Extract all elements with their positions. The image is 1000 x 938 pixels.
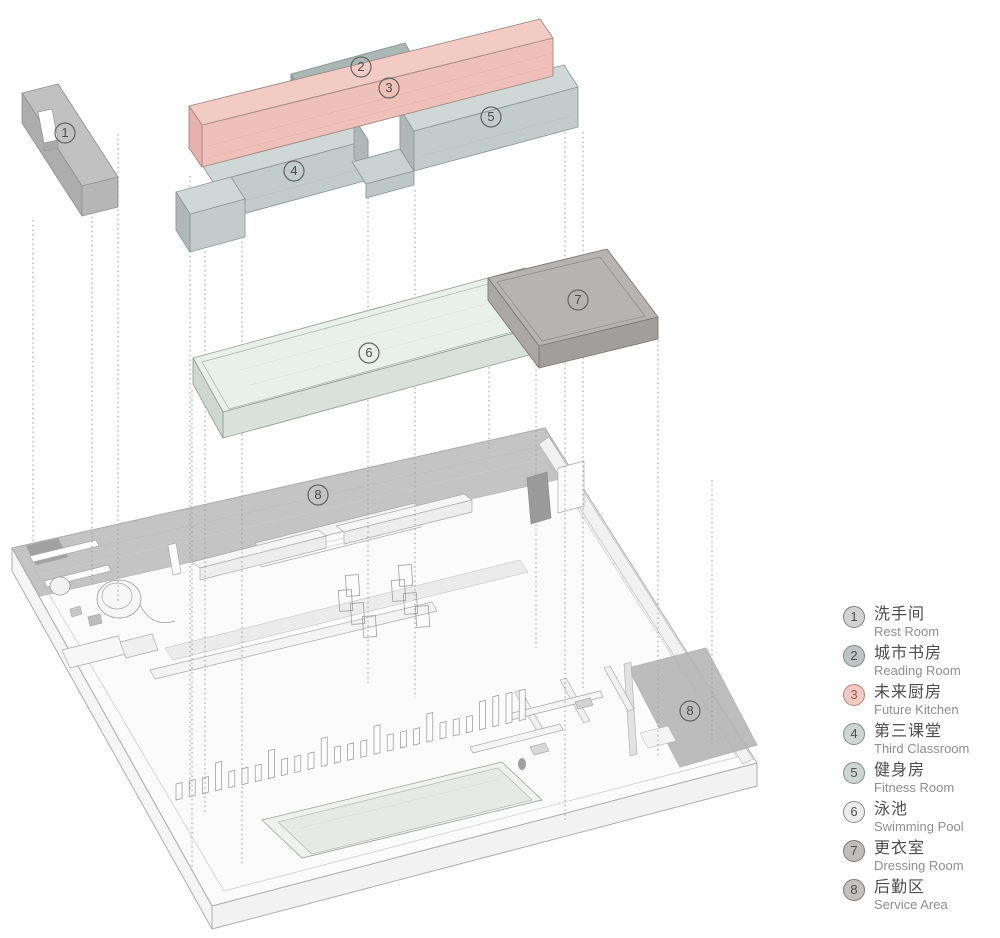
floor-plate-details bbox=[25, 460, 635, 859]
legend-zh-label: 更衣室 bbox=[874, 840, 926, 857]
legend-zh-label: 未来厨房 bbox=[874, 684, 943, 701]
legend-zh-label: 健身房 bbox=[874, 762, 926, 779]
legend-en-label: Future Kitchen bbox=[874, 702, 959, 717]
block-rest-room bbox=[21, 83, 119, 217]
legend-zh-label: 后勤区 bbox=[874, 879, 926, 896]
legend-en-label: Rest Room bbox=[874, 624, 940, 639]
svg-text:6: 6 bbox=[365, 345, 372, 360]
legend-en-label: Dressing Room bbox=[874, 858, 964, 873]
diagram-label-6: 6 bbox=[358, 342, 380, 364]
svg-text:4: 4 bbox=[290, 163, 297, 178]
legend-badge-7: 7 bbox=[843, 840, 865, 862]
legend-badge-5: 5 bbox=[843, 762, 865, 784]
hanging-panels bbox=[337, 564, 431, 638]
legend-badge-2: 2 bbox=[843, 645, 865, 667]
service-zone-notch bbox=[639, 725, 677, 749]
spiral-stair bbox=[96, 579, 142, 619]
legend-en-label: Fitness Room bbox=[874, 780, 955, 795]
legend-zh-label: 城市书房 bbox=[874, 645, 943, 662]
plate-front-left bbox=[11, 547, 213, 930]
svg-text:5: 5 bbox=[487, 109, 494, 124]
legend-badge-8: 8 bbox=[843, 879, 865, 901]
legend-zh-label: 第三课堂 bbox=[874, 723, 943, 740]
strip-detail-line bbox=[39, 454, 559, 576]
block-future-kitchen bbox=[188, 18, 554, 168]
floor-plate bbox=[11, 427, 758, 930]
legend-badge-1: 1 bbox=[843, 606, 865, 628]
legend-en-label: Swimming Pool bbox=[874, 819, 964, 834]
diagram-label-8-strip: 8 bbox=[307, 484, 329, 506]
svg-text:7: 7 bbox=[574, 292, 581, 307]
legend-zh-label: 洗手间 bbox=[874, 606, 926, 623]
legend-badge-6: 6 bbox=[843, 801, 865, 823]
legend-badge-3: 3 bbox=[843, 684, 865, 706]
svg-text:8: 8 bbox=[314, 487, 321, 502]
diagram-label-4: 4 bbox=[283, 160, 305, 182]
projection-lines bbox=[32, 76, 713, 872]
diagram-label-1: 1 bbox=[54, 122, 76, 144]
block-swimming-pool bbox=[192, 267, 556, 439]
legend-badge-4: 4 bbox=[843, 723, 865, 745]
legend-en-label: Service Area bbox=[874, 897, 948, 912]
legend-zh-label: 泳池 bbox=[874, 801, 909, 818]
toilet-pod bbox=[49, 576, 71, 596]
svg-text:3: 3 bbox=[385, 80, 392, 95]
diagram-label-2: 2 bbox=[350, 56, 372, 78]
block-dressing-room bbox=[487, 248, 659, 369]
diagram-labels: 1 2 3 4 5 6 7 8 8 bbox=[54, 56, 701, 722]
diagram-label-5: 5 bbox=[480, 106, 502, 128]
pool-fin-walls bbox=[175, 688, 526, 801]
legend-en-label: Third Classroom bbox=[874, 741, 970, 756]
diagram-label-7: 7 bbox=[567, 289, 589, 311]
diagram-label-8-zone: 8 bbox=[679, 700, 701, 722]
legend-en-label: Reading Room bbox=[874, 663, 961, 678]
svg-text:1: 1 bbox=[61, 125, 68, 140]
svg-text:8: 8 bbox=[686, 703, 693, 718]
svg-text:2: 2 bbox=[357, 59, 364, 74]
diagram-label-3: 3 bbox=[378, 77, 400, 99]
